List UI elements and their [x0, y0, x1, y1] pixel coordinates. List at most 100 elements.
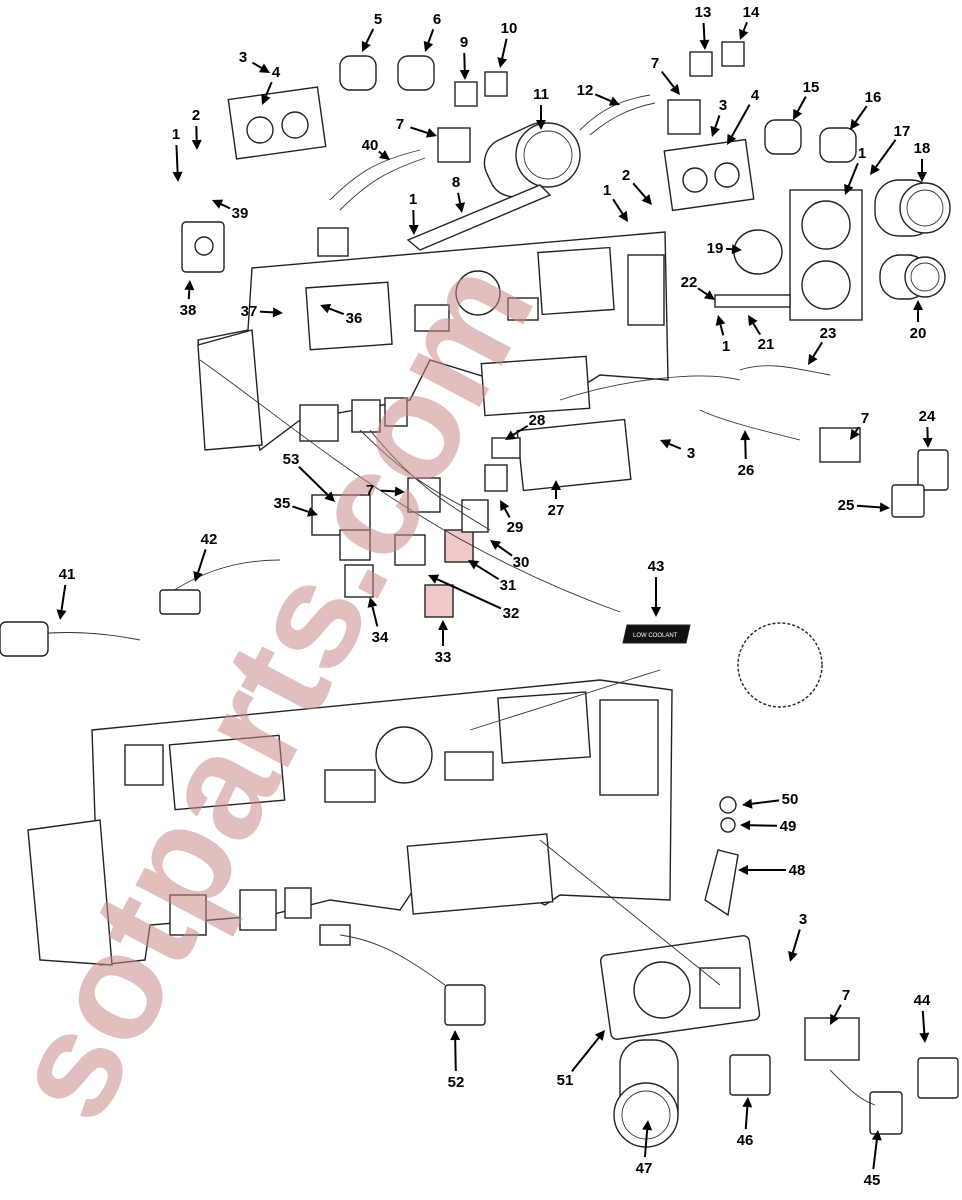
leader-line	[643, 1129, 649, 1158]
callout-6: 6	[423, 11, 441, 52]
leader-line	[457, 192, 462, 204]
callout-1: 1	[603, 182, 628, 222]
callout-number: 32	[503, 605, 520, 622]
leader-line	[380, 489, 396, 493]
lower-dash-panel	[27, 359, 959, 1148]
callout-number: 3	[799, 911, 807, 928]
arrow-head-icon	[793, 108, 803, 120]
callout-number: 20	[910, 325, 927, 342]
arrow-head-icon	[56, 609, 67, 620]
callout-number: 50	[782, 791, 799, 808]
leader-line	[856, 504, 881, 509]
callout-number: 35	[274, 495, 291, 512]
callout-number: 45	[864, 1172, 881, 1189]
callout-23: 23	[808, 325, 836, 365]
leader-line	[187, 289, 191, 300]
arrow-head-icon	[651, 607, 661, 617]
callout-number: 33	[435, 649, 452, 666]
leader-line	[854, 426, 860, 433]
callout-number: 7	[366, 482, 374, 499]
callout-number: 6	[433, 11, 441, 28]
callout-13: 13	[695, 4, 712, 50]
arrow-head-icon	[361, 40, 371, 52]
callout-number: 22	[681, 274, 698, 291]
low-coolant-decal: LOW COOLANT	[622, 624, 691, 644]
callout-2: 2	[622, 167, 652, 205]
leader-line	[454, 1039, 457, 1072]
callout-36: 36	[320, 303, 362, 327]
callout-1: 1	[715, 315, 730, 355]
leader-line	[298, 465, 329, 496]
callout-16: 16	[850, 89, 881, 130]
callout-number: 15	[803, 79, 820, 96]
leader-line	[503, 508, 511, 518]
arrow-head-icon	[490, 540, 502, 550]
leader-line	[796, 96, 807, 112]
callout-number: 38	[180, 302, 197, 319]
arrow-head-icon	[500, 500, 510, 512]
callout-number: 34	[372, 629, 389, 646]
leader-line	[833, 1004, 842, 1017]
arrow-head-icon	[455, 202, 466, 213]
arrow-head-icon	[739, 28, 749, 40]
arrow-head-icon	[850, 428, 860, 440]
leader-line	[378, 150, 383, 155]
callout-number: 7	[396, 116, 404, 133]
arrow-head-icon	[438, 620, 448, 630]
arrow-head-icon	[727, 133, 737, 145]
callout-26: 26	[738, 430, 754, 479]
arrow-head-icon	[742, 798, 753, 809]
arrow-head-icon	[669, 84, 680, 95]
leader-line	[921, 1010, 926, 1034]
callout-number: 21	[758, 336, 775, 353]
leader-line	[719, 324, 725, 336]
callout-47: 47	[636, 1120, 653, 1177]
leader-line	[292, 505, 309, 513]
callout-number: 13	[695, 4, 712, 21]
callout-number: 1	[409, 191, 417, 208]
arrow-head-icon	[699, 39, 710, 50]
callout-3: 3	[710, 97, 727, 137]
callout-number: 7	[651, 55, 659, 72]
callout-18: 18	[914, 140, 930, 182]
callout-number: 3	[239, 49, 247, 66]
arrow-head-icon	[830, 1013, 840, 1025]
leader-line	[371, 606, 379, 627]
arrow-head-icon	[551, 480, 561, 490]
callout-number: 52	[448, 1074, 465, 1091]
arrow-head-icon	[320, 303, 332, 314]
arrow-head-icon	[642, 1120, 653, 1131]
arrow-head-icon	[408, 224, 419, 235]
decal-text: LOW COOLANT	[633, 633, 678, 639]
leader-line	[744, 1106, 749, 1130]
arrow-head-icon	[740, 430, 751, 441]
callout-7: 7	[651, 55, 680, 95]
callout-11: 11	[533, 86, 549, 130]
leader-line	[668, 442, 682, 450]
arrow-head-icon	[808, 353, 818, 365]
callout-12: 12	[577, 82, 620, 106]
callout-number: 3	[719, 97, 727, 114]
callout-number: 14	[743, 4, 760, 21]
callout-20: 20	[910, 300, 927, 342]
callout-1: 1	[172, 126, 183, 182]
arrow-head-icon	[641, 194, 652, 205]
leader-line	[475, 564, 500, 581]
leader-line	[328, 307, 345, 316]
callout-number: 46	[737, 1132, 754, 1149]
leader-line	[251, 61, 262, 69]
callout-3: 3	[239, 49, 270, 73]
arrow-head-icon	[258, 63, 270, 73]
callout-37: 37	[241, 303, 283, 320]
arrow-head-icon	[618, 210, 628, 222]
callout-38: 38	[180, 280, 197, 319]
callout-7: 7	[366, 482, 405, 499]
arrow-head-icon	[193, 570, 203, 582]
callout-8: 8	[452, 174, 466, 213]
callout-number: 24	[919, 408, 936, 425]
leader-line	[612, 198, 624, 215]
arrow-head-icon	[184, 280, 195, 291]
callout-number: 41	[59, 566, 76, 583]
arrow-head-icon	[459, 69, 470, 80]
